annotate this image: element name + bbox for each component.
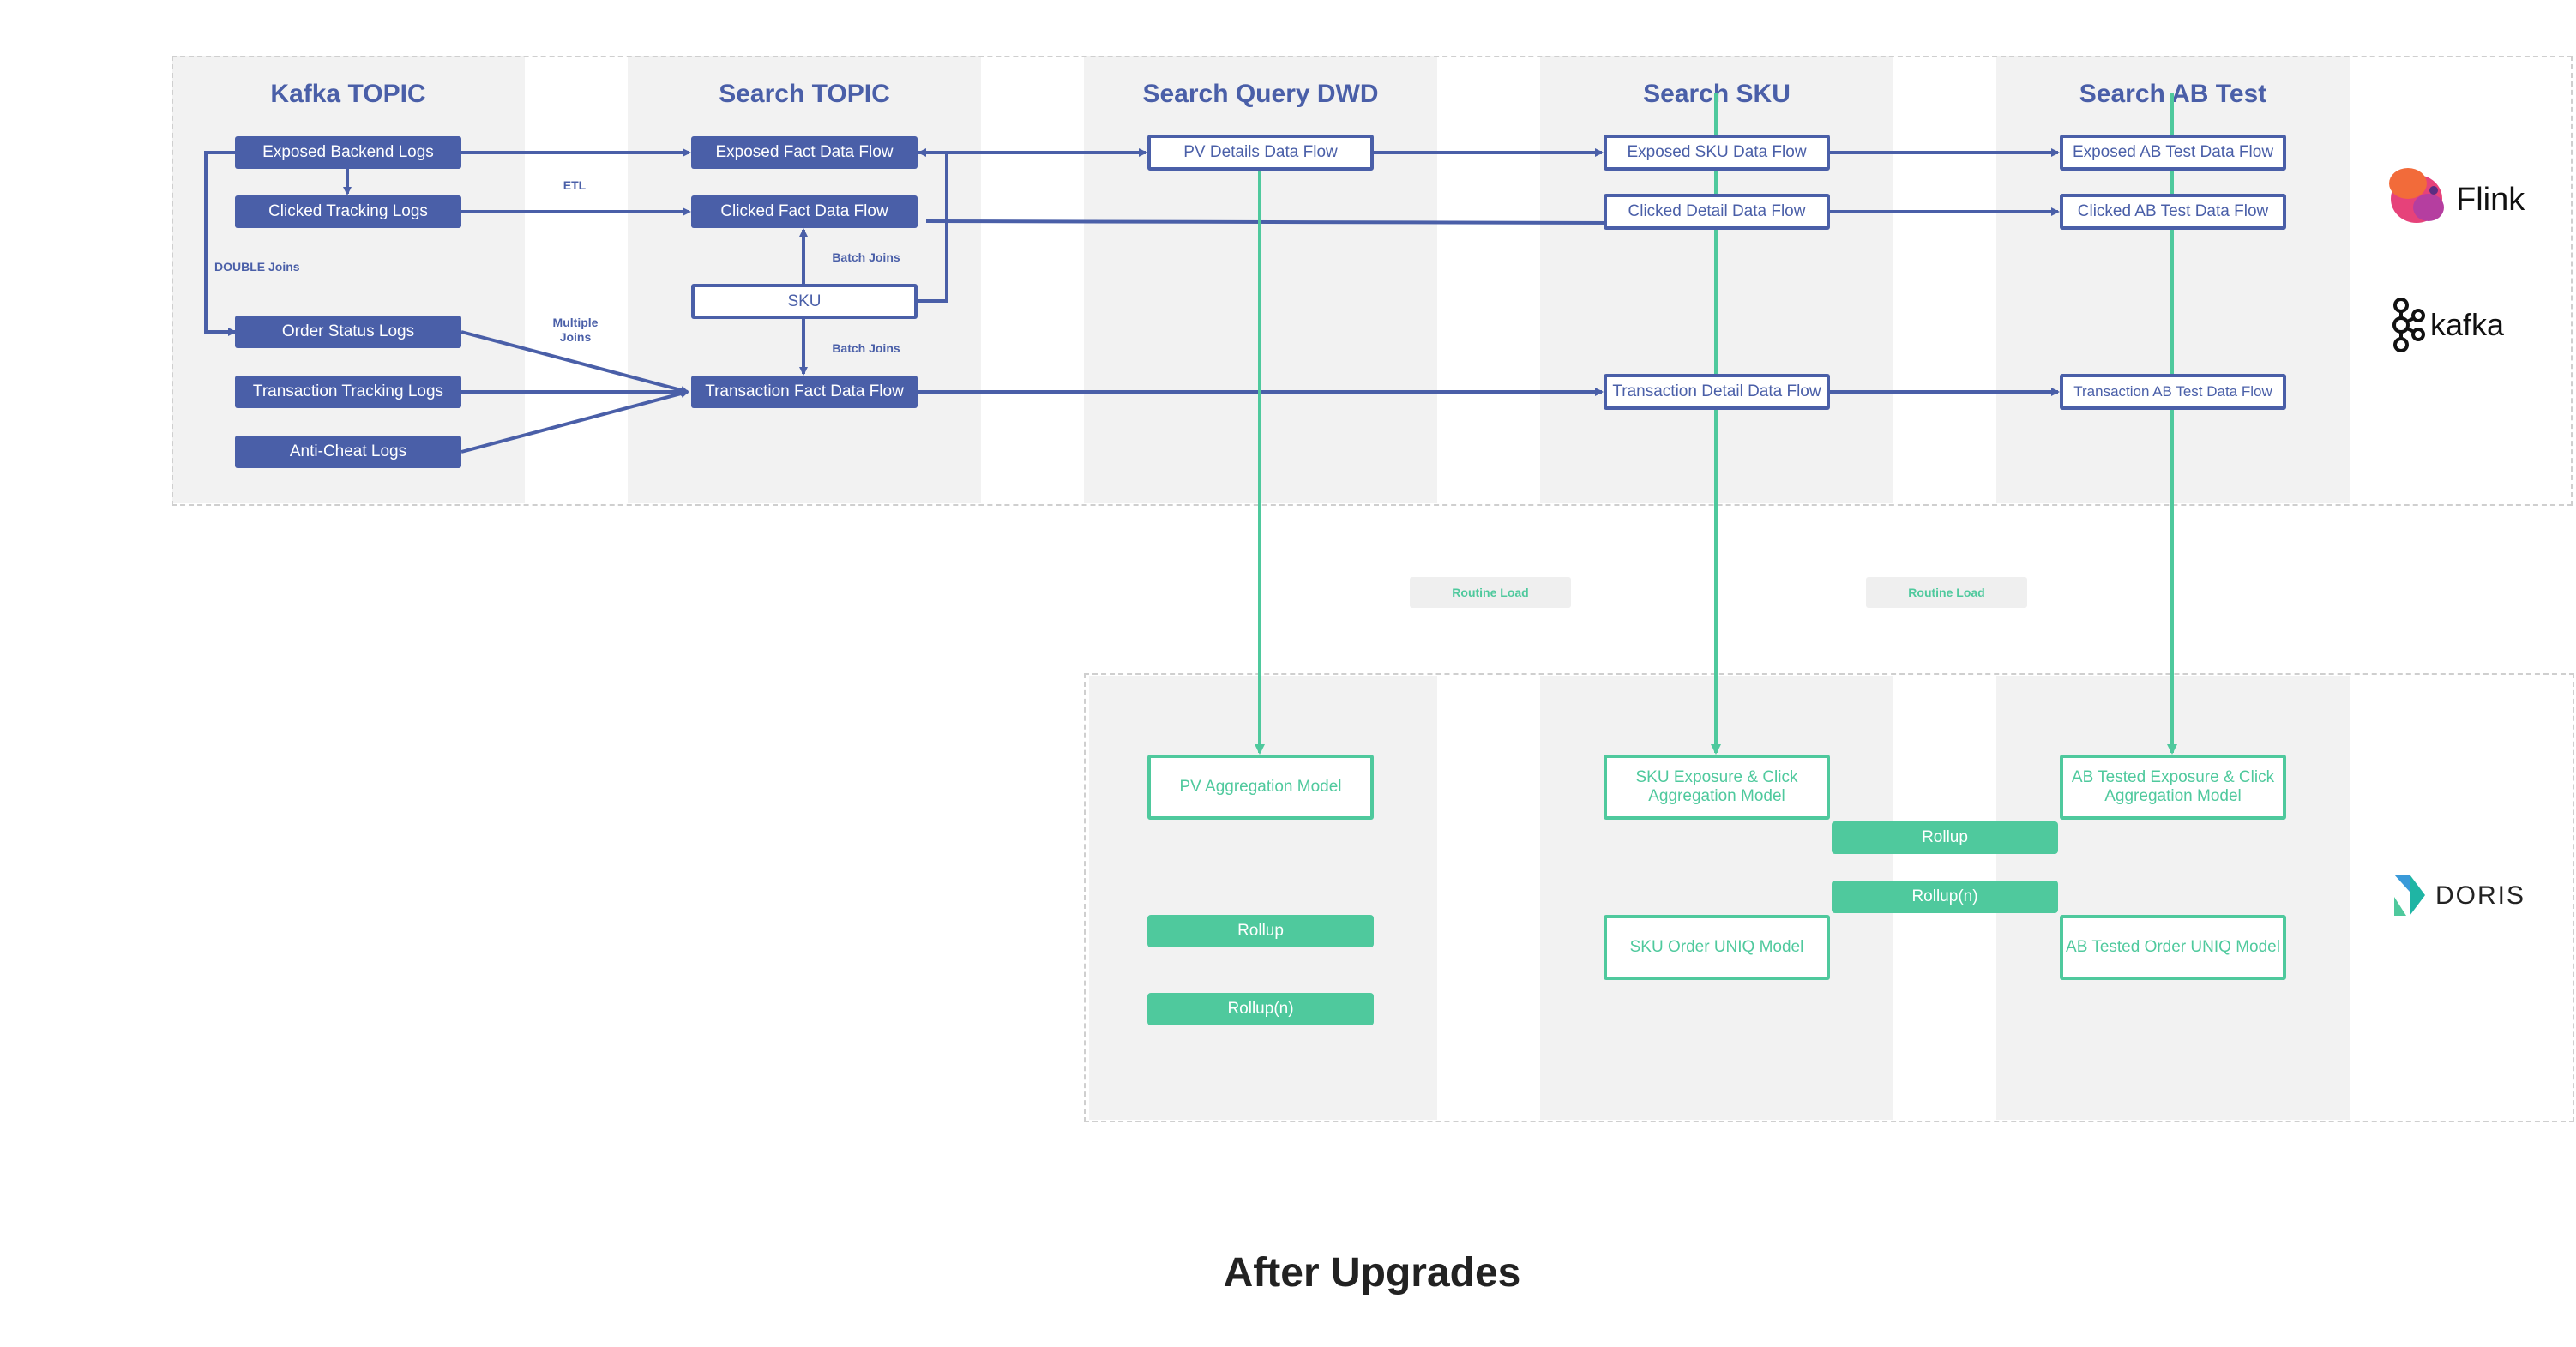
column-title-search-topic: Search TOPIC (719, 80, 890, 108)
doris-mark-icon (2394, 875, 2425, 916)
node-transaction-fact-data-flow[interactable]: Transaction Fact Data Flow (691, 376, 918, 408)
model-pv-rollup-n[interactable]: Rollup(n) (1147, 993, 1374, 1025)
node-order-status-logs[interactable]: Order Status Logs (235, 316, 461, 348)
node-exposed-fact-data-flow[interactable]: Exposed Fact Data Flow (691, 136, 918, 169)
flink-logo-text: Flink (2456, 182, 2525, 218)
column-title-dwd: Search Query DWD (1142, 80, 1379, 108)
kafka-logo: kafka (2389, 297, 2535, 353)
routine-load-left: Routine Load (1410, 577, 1571, 608)
node-pv-details-data-flow[interactable]: PV Details Data Flow (1147, 135, 1374, 171)
node-sku[interactable]: SKU (691, 284, 918, 319)
doris-logo: DORIS (2391, 871, 2545, 919)
squirrel-icon (2389, 168, 2444, 223)
model-sku-order-uniq[interactable]: SKU Order UNIQ Model (1604, 915, 1830, 980)
flink-logo: Flink (2386, 159, 2531, 232)
kafka-nodes-icon (2392, 298, 2425, 352)
model-sku-exposure-click[interactable]: SKU Exposure & Click Aggregation Model (1604, 755, 1830, 820)
edge-label-multiple-joins: Multiple Joins (552, 316, 599, 344)
edge-label-double-joins: DOUBLE Joins (214, 260, 300, 274)
column-bg-kafka (172, 56, 525, 503)
routine-load-right: Routine Load (1866, 577, 2027, 608)
node-clicked-ab-test-data-flow[interactable]: Clicked AB Test Data Flow (2060, 194, 2286, 230)
node-transaction-detail-data-flow[interactable]: Transaction Detail Data Flow (1604, 374, 1830, 410)
model-rollup-n-mid[interactable]: Rollup(n) (1832, 881, 2058, 913)
flink-kafka-frame (172, 56, 2573, 506)
node-clicked-detail-data-flow[interactable]: Clicked Detail Data Flow (1604, 194, 1830, 230)
kafka-logo-text: kafka (2430, 307, 2505, 342)
node-transaction-tracking-logs[interactable]: Transaction Tracking Logs (235, 376, 461, 408)
doris-logo-text: DORIS (2435, 881, 2526, 910)
model-rollup-mid[interactable]: Rollup (1832, 821, 2058, 854)
edge-label-batch-joins-1: Batch Joins (832, 250, 900, 264)
column-title-kafka: Kafka TOPIC (270, 80, 426, 108)
model-ab-order-uniq[interactable]: AB Tested Order UNIQ Model (2060, 915, 2286, 980)
edge-label-etl: ETL (563, 178, 587, 192)
model-pv-aggregation[interactable]: PV Aggregation Model (1147, 755, 1374, 820)
node-clicked-tracking-logs[interactable]: Clicked Tracking Logs (235, 195, 461, 228)
model-pv-rollup[interactable]: Rollup (1147, 915, 1374, 947)
node-exposed-ab-test-data-flow[interactable]: Exposed AB Test Data Flow (2060, 135, 2286, 171)
doris-frame (1084, 673, 2574, 1122)
diagram-title: After Upgrades (1223, 1250, 1521, 1296)
node-exposed-backend-logs[interactable]: Exposed Backend Logs (235, 136, 461, 169)
model-ab-exposure-click[interactable]: AB Tested Exposure & Click Aggregation M… (2060, 755, 2286, 820)
edge-label-batch-joins-2: Batch Joins (832, 341, 900, 355)
node-transaction-ab-test-data-flow[interactable]: Transaction AB Test Data Flow (2060, 374, 2286, 410)
node-exposed-sku-data-flow[interactable]: Exposed SKU Data Flow (1604, 135, 1830, 171)
node-anti-cheat-logs[interactable]: Anti-Cheat Logs (235, 436, 461, 468)
node-clicked-fact-data-flow[interactable]: Clicked Fact Data Flow (691, 195, 918, 228)
